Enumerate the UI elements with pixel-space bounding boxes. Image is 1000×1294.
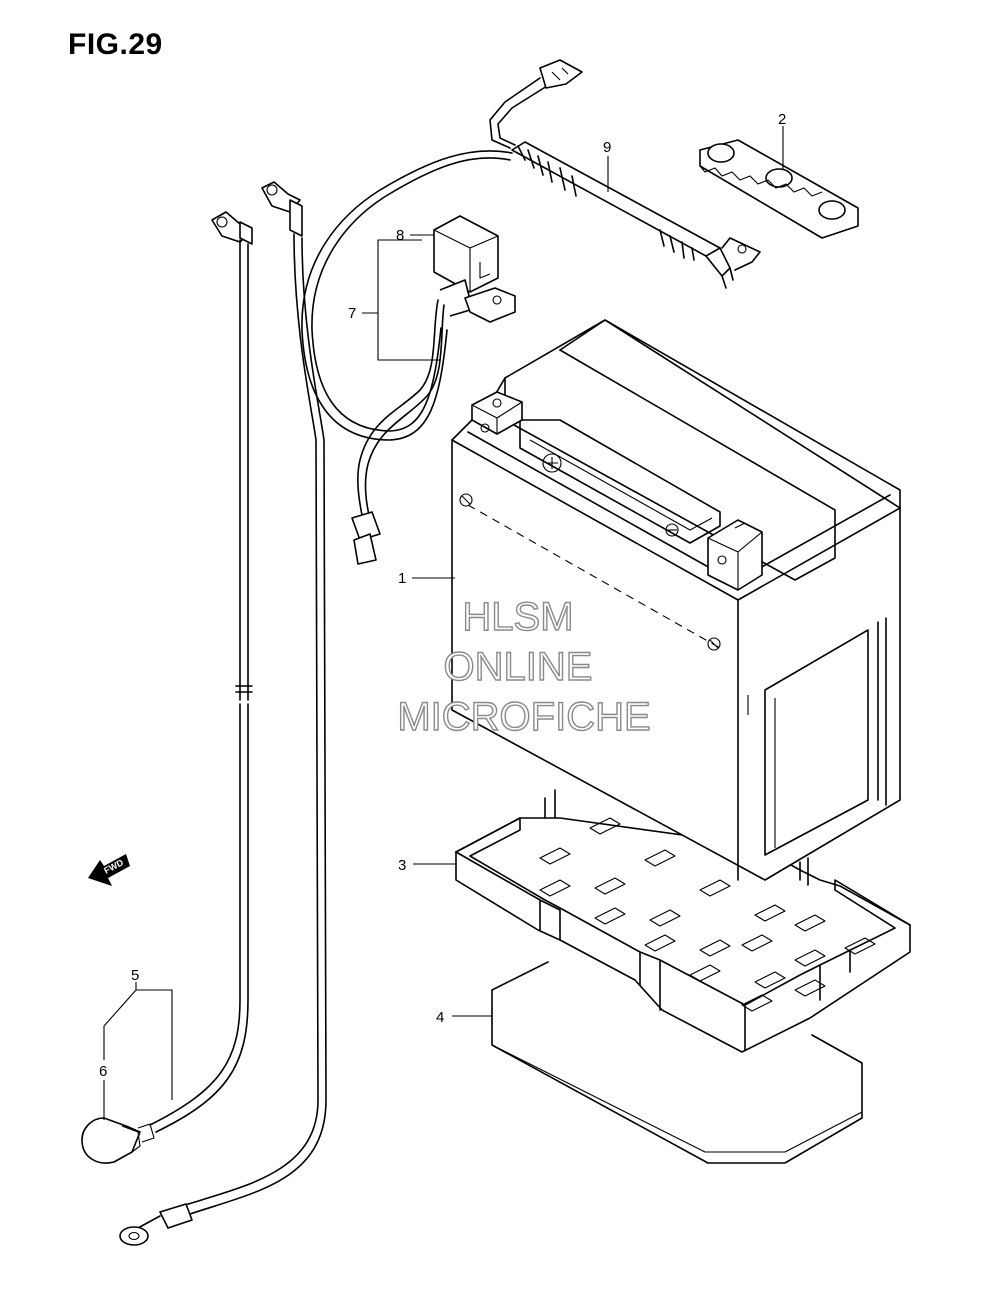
callout-6: 6 [99,1063,107,1080]
callout-4: 4 [436,1009,444,1026]
part-9-fuse-harness [489,59,761,289]
part-3-battery-tray [455,789,911,1053]
watermark-line-2: ONLINE [444,645,593,689]
battery-lead-cables [81,181,327,1246]
watermark: HLSM ONLINE MICROFICHE [397,594,652,739]
starter-cable-loop [301,150,513,441]
callout-9: 9 [603,139,611,156]
watermark-line-1: HLSM [462,595,573,639]
part-2-terminal-bolt-cover [699,139,859,239]
part-4-battery-pad [491,961,863,1164]
callout-8: 8 [396,227,404,244]
callout-1: 1 [398,570,406,587]
part-7-relay-harness [351,299,445,565]
figure-title: FIG.29 [68,28,163,61]
callout-3: 3 [398,857,406,874]
part-1-battery [451,319,901,881]
watermark-line-3: MICROFICHE [397,695,650,739]
callout-2: 2 [778,111,786,128]
fwd-direction-marker: FWD [88,854,130,886]
callout-leaders [103,126,784,1120]
part-8-starter-relay [433,215,516,323]
callout-7: 7 [348,305,356,322]
callout-5: 5 [131,967,139,984]
tray-slots [539,817,876,1012]
